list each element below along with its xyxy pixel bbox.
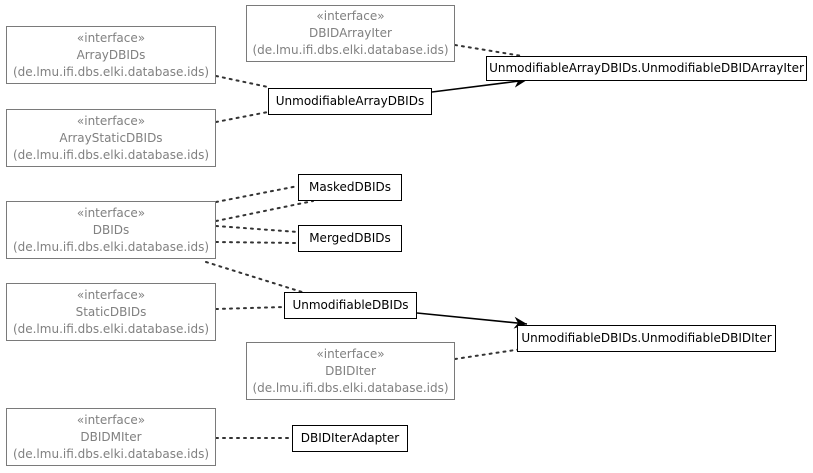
edge-arraystaticdbids-unmodifiablearraydbids xyxy=(215,111,269,123)
class-name: MaskedDBIDs xyxy=(309,180,391,194)
interface-arraystaticdbids[interactable]: «interface» ArrayStaticDBIDs (de.lmu.ifi… xyxy=(6,109,216,167)
class-mergeddbids[interactable]: MergedDBIDs xyxy=(298,225,402,252)
class-name: UnmodifiableArrayDBIDs xyxy=(275,94,425,108)
interface-arraydbids[interactable]: «interface» ArrayDBIDs (de.lmu.ifi.dbs.e… xyxy=(6,26,216,84)
class-unmodifiable-dbid-iter[interactable]: UnmodifiableDBIDs.UnmodifiableDBIDIter xyxy=(517,325,776,352)
edge-unmodifiablearraydbids-unmodifiabledbidarrayiter xyxy=(431,75,528,93)
interface-dbidarrayiter[interactable]: «interface» DBIDArrayIter (de.lmu.ifi.db… xyxy=(246,5,455,62)
class-maskeddbids[interactable]: MaskedDBIDs xyxy=(298,174,402,201)
package-label: (de.lmu.ifi.dbs.elki.database.ids) xyxy=(252,43,449,57)
interface-name: StaticDBIDs xyxy=(75,304,147,319)
stereotype-label: «interface» xyxy=(76,412,146,427)
edge-dbids-unmodifiabledbids xyxy=(205,261,303,293)
class-name: UnmodifiableDBIDs xyxy=(292,298,409,312)
edge-dbids-mergeddbids-a xyxy=(215,225,299,233)
class-unmodifiabledbids[interactable]: UnmodifiableDBIDs xyxy=(284,292,417,319)
edge-staticdbids-unmodifiabledbids xyxy=(215,306,285,310)
class-unmodifiable-dbid-array-iter[interactable]: UnmodifiableArrayDBIDs.UnmodifiableDBIDA… xyxy=(486,56,807,81)
interface-name: DBIDArrayIter xyxy=(309,26,392,40)
edge-arraydbids-unmodifiablearraydbids xyxy=(215,75,269,88)
edge-dbids-mergeddbids-b xyxy=(215,241,299,244)
interface-dbids[interactable]: «interface» DBIDs (de.lmu.ifi.dbs.elki.d… xyxy=(6,201,216,259)
package-label: (de.lmu.ifi.dbs.elki.database.ids) xyxy=(252,380,449,395)
interface-staticdbids[interactable]: «interface» StaticDBIDs (de.lmu.ifi.dbs.… xyxy=(6,283,216,341)
interface-dbidmiter[interactable]: «interface» DBIDMIter (de.lmu.ifi.dbs.el… xyxy=(6,408,216,466)
edge-dbids-maskeddbids-b xyxy=(215,200,314,222)
stereotype-label: «interface» xyxy=(76,287,146,302)
edge-dbiditer-unmodifiabledbiditer xyxy=(454,348,523,360)
stereotype-label: «interface» xyxy=(316,9,385,23)
interface-name: DBIDMIter xyxy=(80,429,142,444)
class-name: UnmodifiableDBIDs.UnmodifiableDBIDIter xyxy=(521,331,772,345)
package-label: (de.lmu.ifi.dbs.elki.database.ids) xyxy=(12,321,210,336)
edge-unmodifiabledbids-unmodifiabledbiditer xyxy=(416,312,528,329)
class-name: DBIDIterAdapter xyxy=(300,431,400,445)
edge-dbidarrayiter-unmodifiabledbidarrayiter xyxy=(454,44,523,57)
stereotype-label: «interface» xyxy=(76,113,146,128)
stereotype-label: «interface» xyxy=(316,346,385,361)
edge-dbids-maskeddbids-a xyxy=(215,185,299,203)
interface-name: ArrayDBIDs xyxy=(76,47,146,62)
package-label: (de.lmu.ifi.dbs.elki.database.ids) xyxy=(12,239,210,254)
package-label: (de.lmu.ifi.dbs.elki.database.ids) xyxy=(12,64,210,79)
package-label: (de.lmu.ifi.dbs.elki.database.ids) xyxy=(12,446,210,461)
class-dbiditeradapter[interactable]: DBIDIterAdapter xyxy=(292,425,408,452)
class-name: MergedDBIDs xyxy=(309,231,391,245)
interface-dbiditer[interactable]: «interface» DBIDIter (de.lmu.ifi.dbs.elk… xyxy=(246,342,455,400)
interface-name: ArrayStaticDBIDs xyxy=(59,130,163,145)
stereotype-label: «interface» xyxy=(76,30,146,45)
class-name: UnmodifiableArrayDBIDs.UnmodifiableDBIDA… xyxy=(489,61,804,75)
class-unmodifiablearraydbids[interactable]: UnmodifiableArrayDBIDs xyxy=(268,88,432,115)
stereotype-label: «interface» xyxy=(76,205,146,220)
interface-name: DBIDIter xyxy=(325,363,376,378)
interface-name: DBIDs xyxy=(92,222,130,237)
package-label: (de.lmu.ifi.dbs.elki.database.ids) xyxy=(12,147,210,162)
